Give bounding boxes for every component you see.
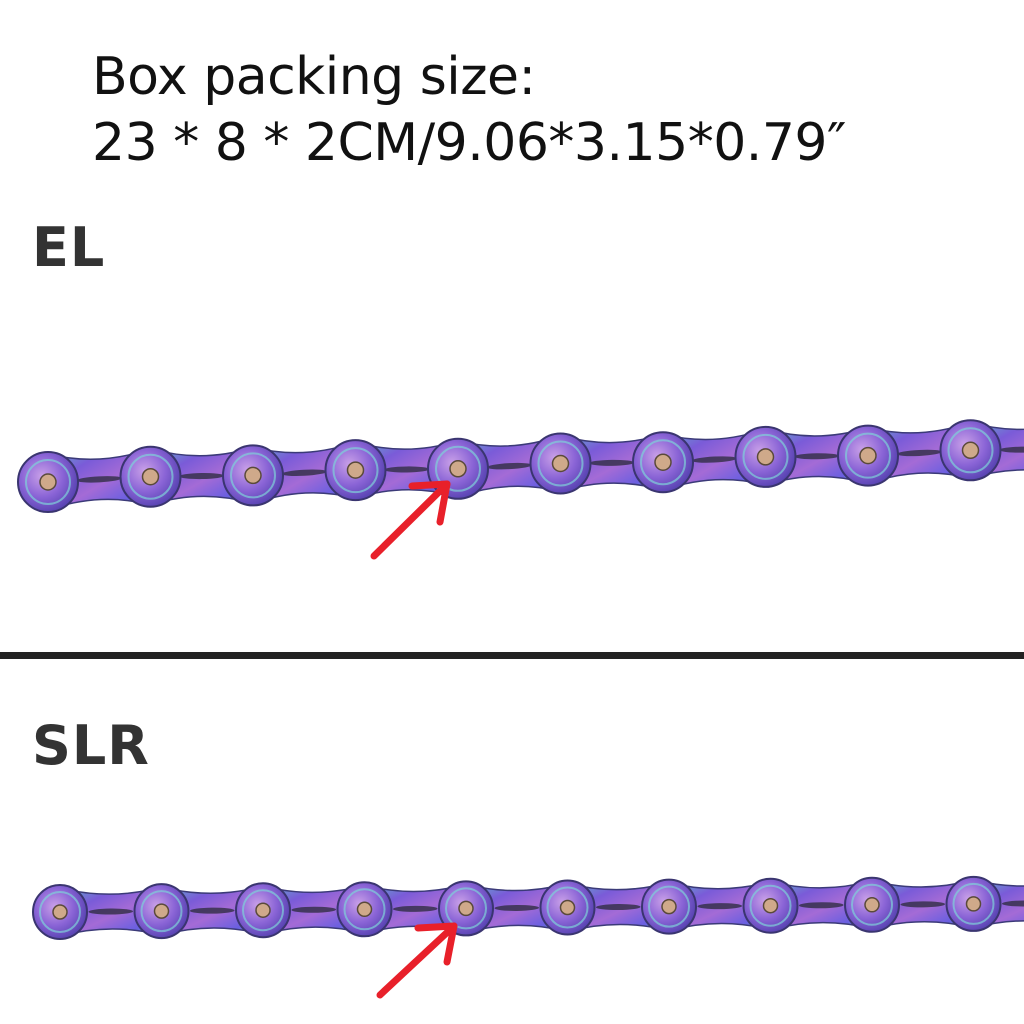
chain-photo-el	[17, 419, 1024, 513]
packing-size-dimensions: 23 * 8 * 2CM/9.06*3.15*0.79″	[92, 113, 846, 173]
red-arrow-el	[370, 480, 451, 560]
red-arrow-slr	[376, 922, 458, 999]
variant-label-slr: SLR	[32, 714, 150, 777]
packing-size-heading: Box packing size: 23 * 8 * 2CM/9.06*3.15…	[92, 44, 846, 176]
packing-size-title: Box packing size:	[92, 47, 536, 107]
arrow-icon	[370, 480, 451, 560]
chain-photo-slr	[32, 875, 1024, 940]
variant-label-el: EL	[32, 216, 106, 279]
section-divider	[0, 652, 1024, 659]
arrow-icon	[376, 922, 458, 999]
